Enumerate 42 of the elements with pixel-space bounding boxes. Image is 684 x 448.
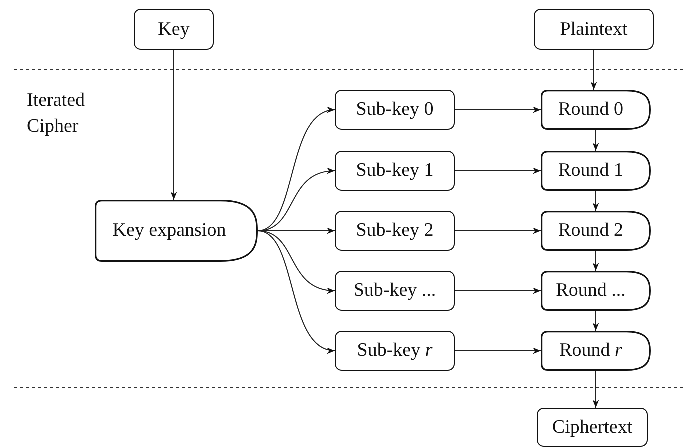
arrow <box>590 50 598 90</box>
rounded-box <box>534 9 654 50</box>
arrow <box>454 348 542 354</box>
node-label: Round 1 <box>558 160 624 182</box>
rounded-box <box>335 151 455 191</box>
node-label: Sub-key 1 <box>356 160 434 182</box>
arrow <box>592 250 600 272</box>
arrow <box>258 230 336 352</box>
node-label: Ciphertext <box>552 416 633 438</box>
arrow <box>454 228 542 234</box>
process-shape <box>541 331 651 371</box>
node-label: Round r <box>560 340 622 362</box>
arrow <box>592 190 600 212</box>
node-label: Sub-key r <box>357 340 433 362</box>
node-label: Round 0 <box>558 99 624 121</box>
section-label: Iterated Cipher <box>27 89 86 139</box>
arrow <box>454 106 542 114</box>
node-label: Key expansion <box>112 220 226 242</box>
arrow <box>454 288 542 294</box>
node-label: Sub-key 2 <box>356 220 434 242</box>
rounded-box <box>335 271 455 311</box>
arrow <box>592 370 600 408</box>
node-label: Sub-key ... <box>354 280 436 302</box>
arrow <box>592 310 600 332</box>
node-label: Round ... <box>556 280 626 302</box>
rounded-box <box>134 9 214 50</box>
node-label: Plaintext <box>560 18 628 40</box>
process-shape <box>541 211 651 251</box>
arrow <box>170 50 178 200</box>
rounded-box <box>335 211 455 251</box>
process-shape <box>95 200 258 262</box>
process-shape <box>541 271 651 311</box>
process-shape <box>541 151 651 191</box>
rounded-box <box>537 408 648 447</box>
rounded-box <box>335 90 455 130</box>
rounded-box <box>335 331 455 371</box>
process-shape <box>541 90 651 130</box>
node-label: Key <box>158 18 190 40</box>
arrow <box>592 130 600 152</box>
node-label: Sub-key 0 <box>356 99 434 121</box>
arrow <box>454 168 542 174</box>
node-label: Round 2 <box>558 220 624 242</box>
